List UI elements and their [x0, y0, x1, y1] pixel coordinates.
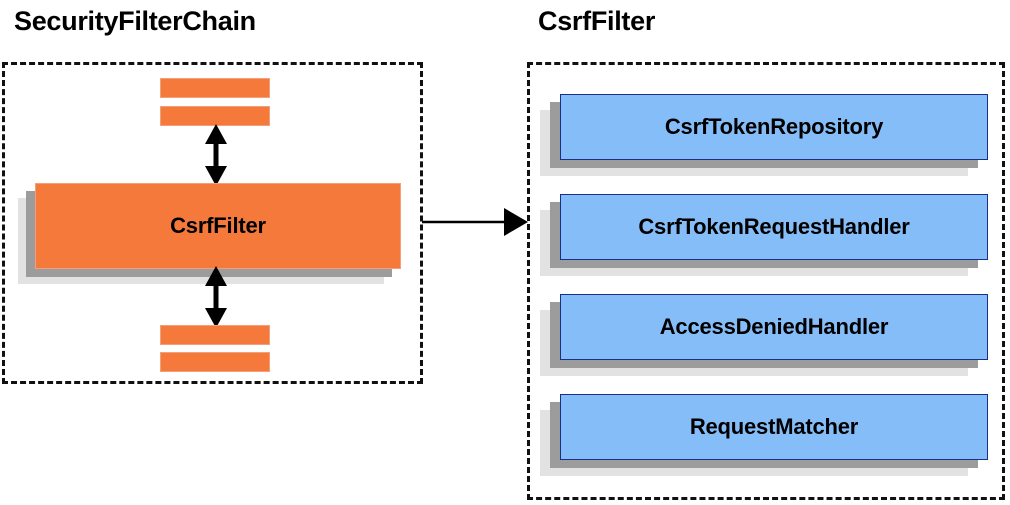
double-arrow-top-icon — [205, 124, 227, 186]
csrf-filter-box[interactable]: CsrfFilter — [35, 183, 401, 269]
component-label: RequestMatcher — [689, 414, 859, 439]
filler-bar-top-2 — [160, 106, 270, 126]
component-label: CsrfTokenRequestHandler — [638, 214, 910, 239]
security-filter-chain-panel — [2, 62, 423, 384]
left-panel-title: SecurityFilterChain — [14, 6, 256, 36]
component-label: AccessDeniedHandler — [659, 314, 889, 339]
component-box-csrf-token-request-handler[interactable]: CsrfTokenRequestHandler — [560, 194, 988, 260]
component-box-access-denied-handler[interactable]: AccessDeniedHandler — [560, 294, 988, 360]
double-arrow-bottom-icon — [205, 266, 227, 328]
filler-bar-top-1 — [160, 78, 270, 98]
filler-bar-bottom-2 — [160, 352, 270, 372]
csrf-filter-panel — [527, 62, 1005, 500]
component-label: CsrfTokenRepository — [664, 114, 884, 139]
component-box-csrf-token-repository[interactable]: CsrfTokenRepository — [560, 94, 988, 160]
csrf-filter-box-label: CsrfFilter — [170, 213, 266, 238]
filler-bar-bottom-1 — [160, 325, 270, 345]
component-box-request-matcher[interactable]: RequestMatcher — [560, 394, 988, 460]
right-panel-title: CsrfFilter — [538, 6, 656, 36]
connector-arrow-icon — [422, 208, 528, 236]
